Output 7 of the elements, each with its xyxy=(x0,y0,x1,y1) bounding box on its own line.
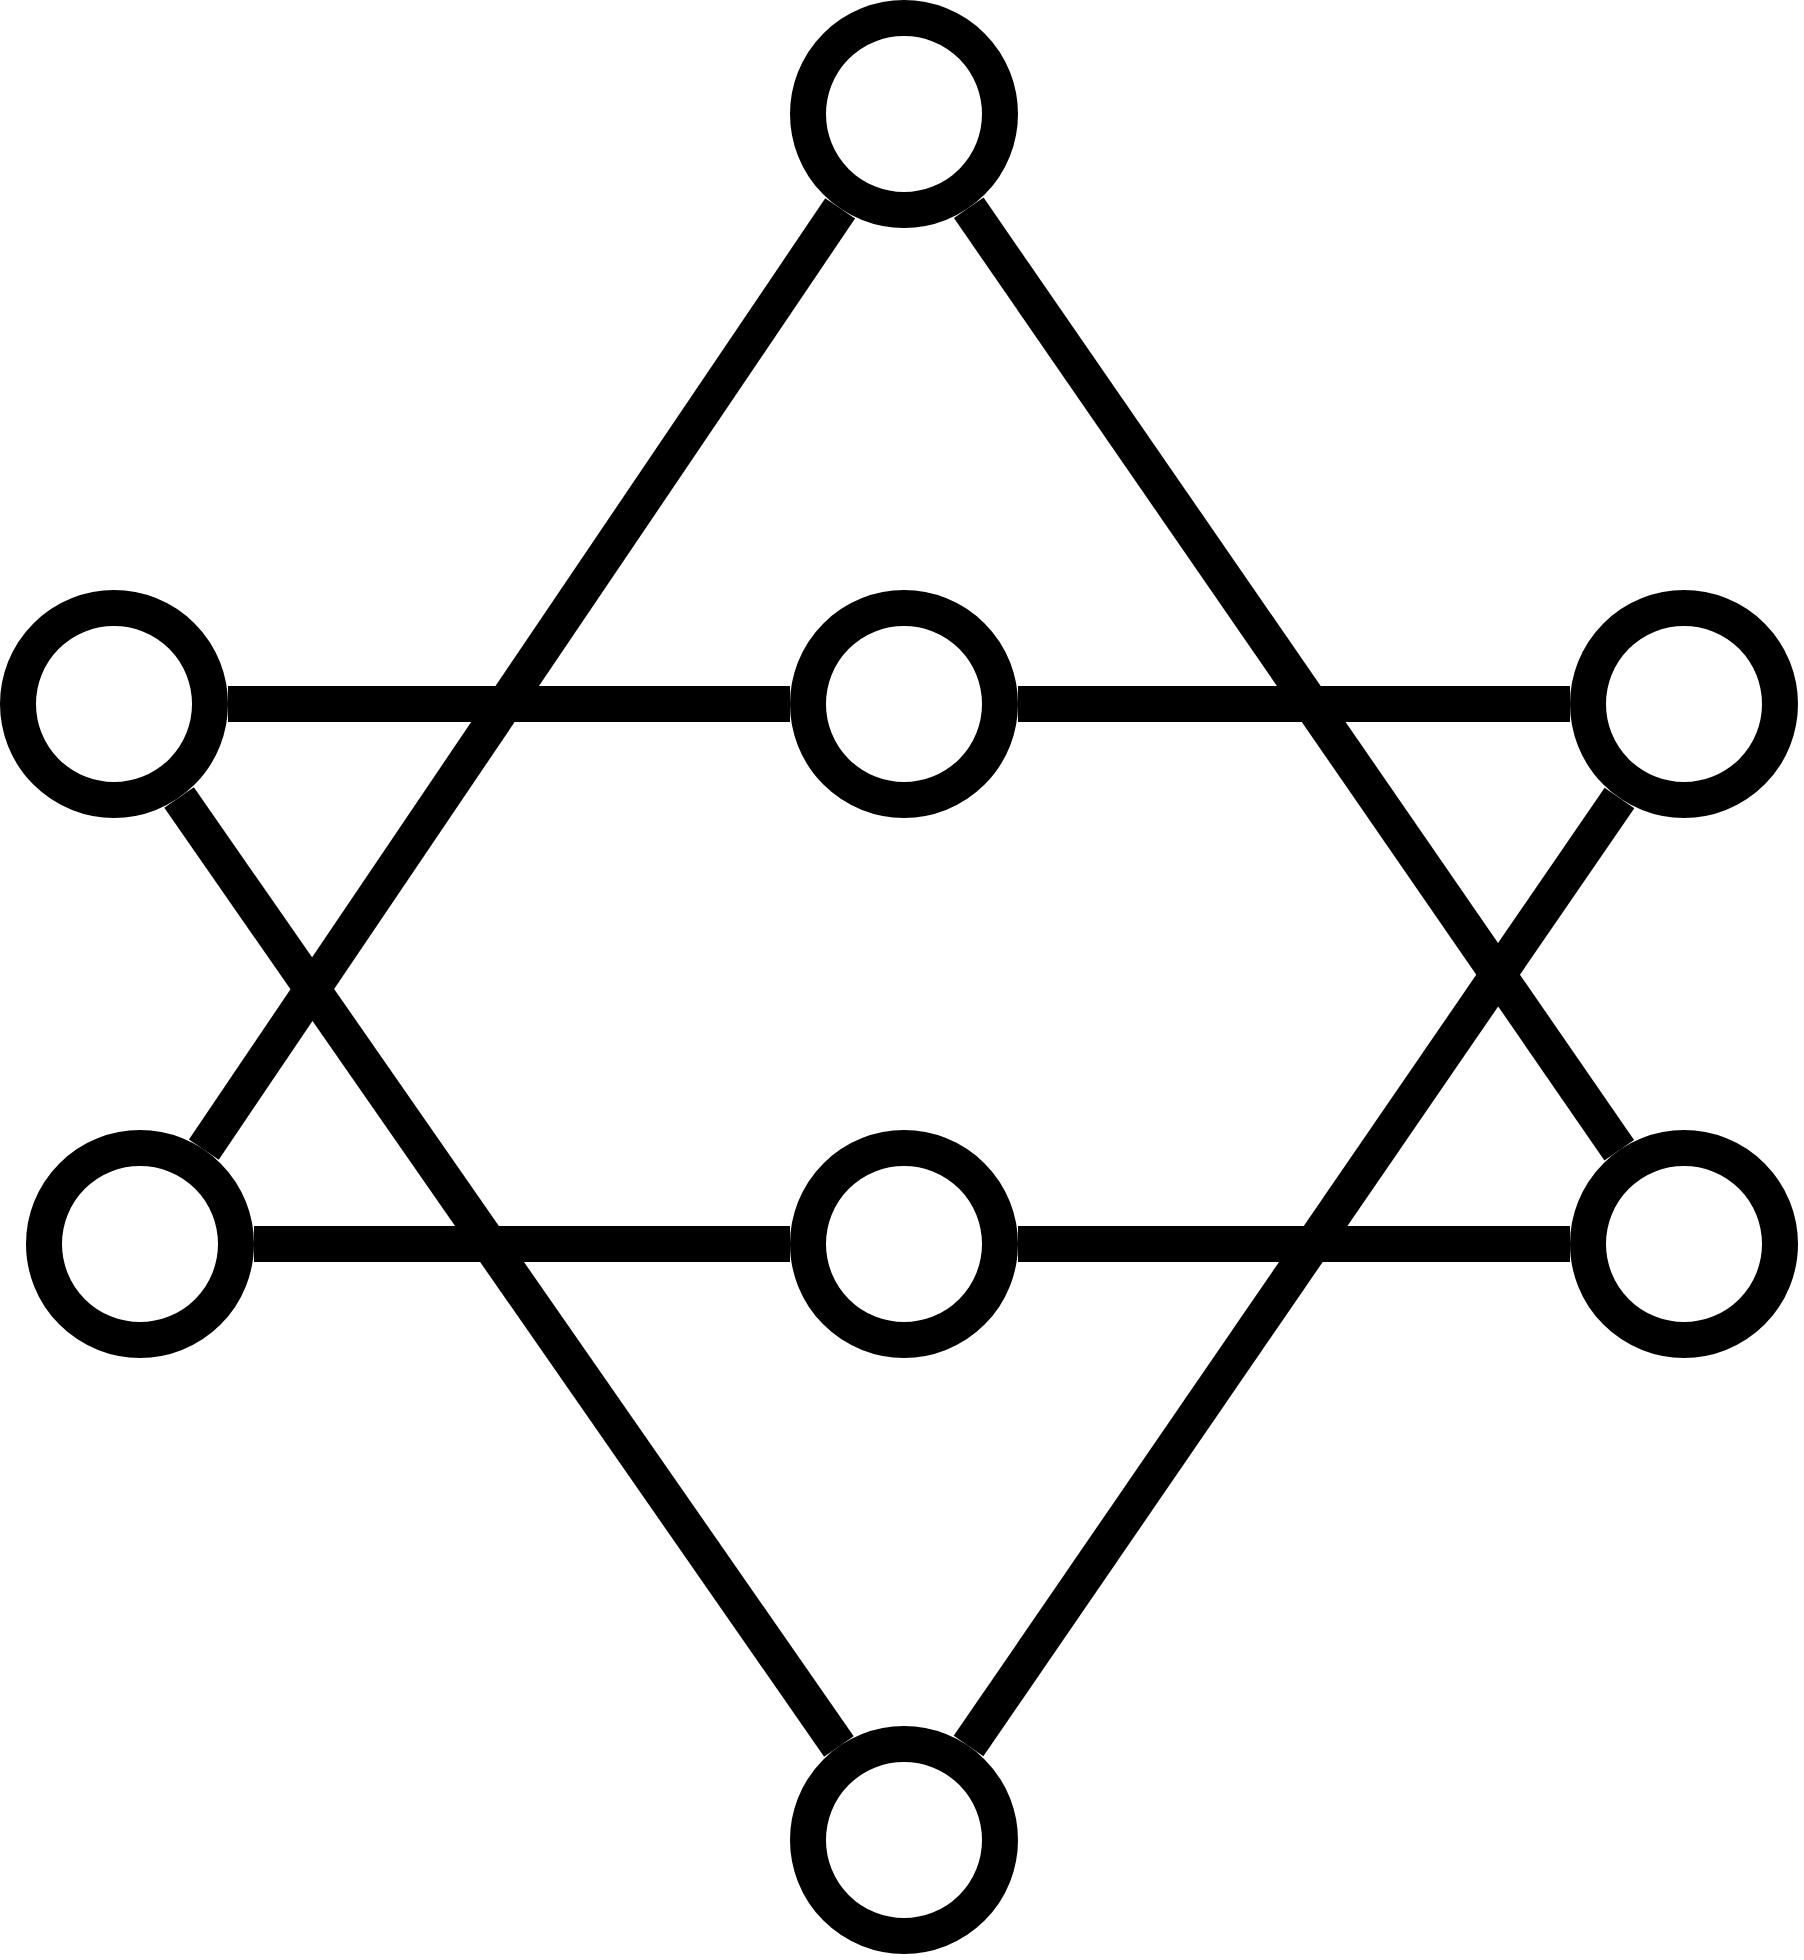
connector-line xyxy=(953,787,1635,1757)
connector-line xyxy=(953,197,1635,1161)
connector-line xyxy=(1018,1226,1570,1262)
connector-line xyxy=(164,787,854,1757)
connector-line xyxy=(254,1226,790,1262)
connector-line xyxy=(1018,686,1570,722)
connector-line xyxy=(188,198,856,1160)
